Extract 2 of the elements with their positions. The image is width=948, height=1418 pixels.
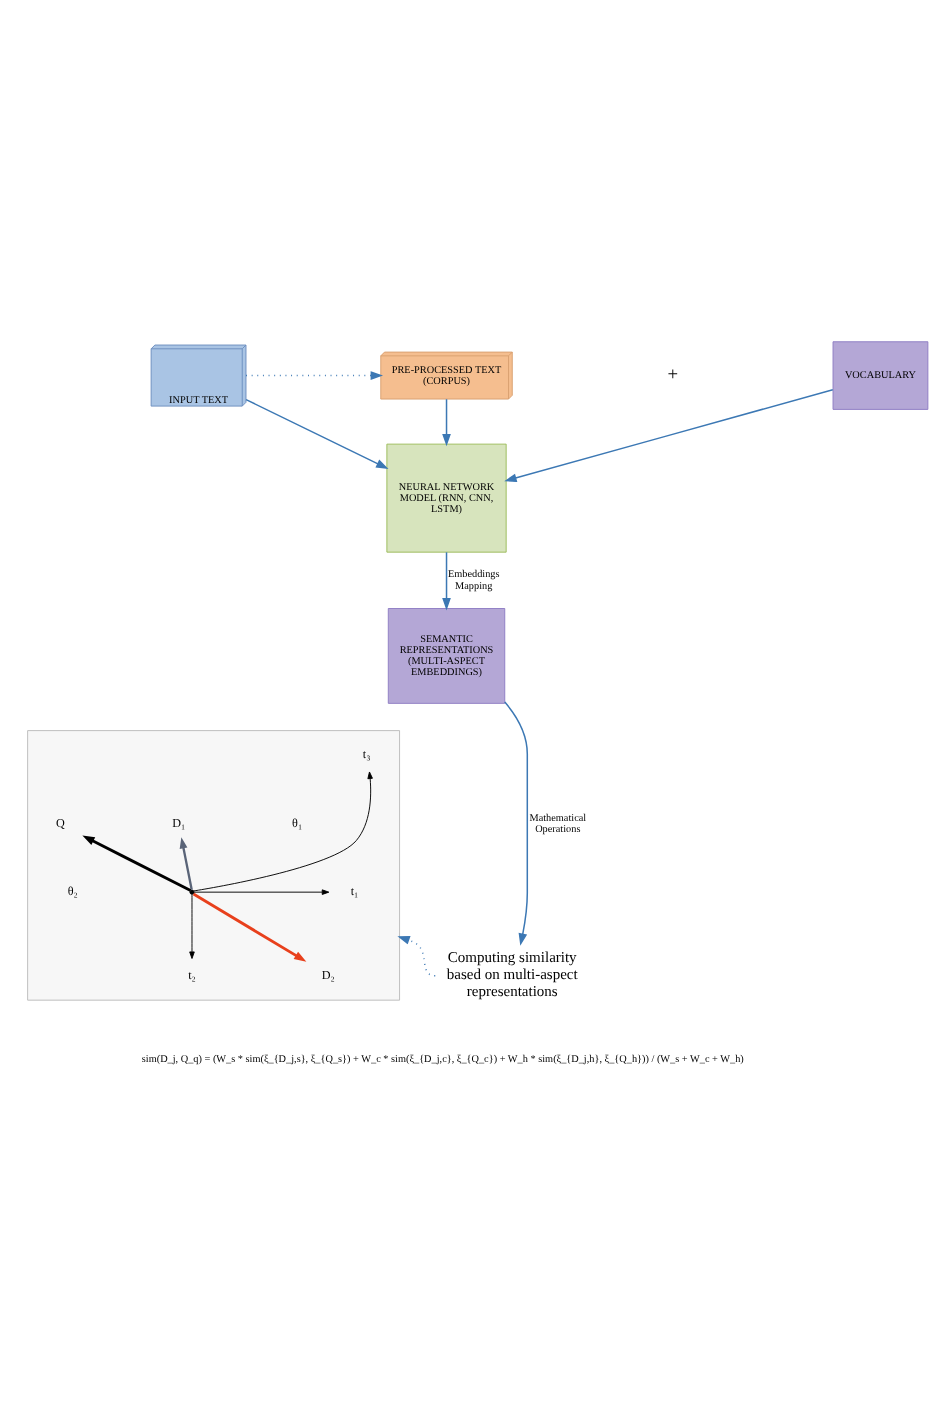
node-text: Computing similarity based on multi-aspect representations [446,948,578,1001]
label: + [667,366,679,387]
